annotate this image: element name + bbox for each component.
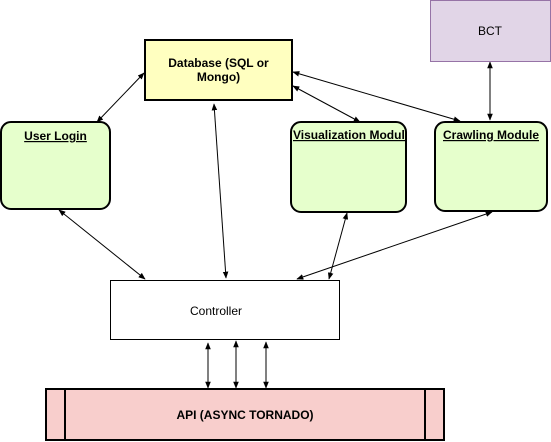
node-api[interactable]: API (ASYNC TORNADO) xyxy=(45,388,445,441)
edge-visualization-controller xyxy=(327,212,349,280)
user-login-box xyxy=(0,121,111,210)
node-bct[interactable]: BCT xyxy=(430,0,551,62)
node-database[interactable]: Database (SQL or Mongo) xyxy=(144,39,293,101)
bct-label: BCT xyxy=(478,24,503,38)
crawling-label: Crawling Module xyxy=(443,128,539,142)
bct-box xyxy=(430,0,551,62)
edge-user-login-controller xyxy=(58,209,146,280)
edge-database-visualization xyxy=(292,85,361,123)
controller-box xyxy=(110,280,340,340)
controller-label: Controller xyxy=(190,304,242,318)
visualization-label: Visualization Module xyxy=(293,128,412,142)
api-box xyxy=(45,388,445,441)
database-label-line1: Database (SQL or xyxy=(168,56,269,70)
user-login-label: User Login xyxy=(24,129,87,143)
node-controller[interactable]: Controller xyxy=(110,280,340,340)
crawling-box xyxy=(434,121,548,212)
node-user-login[interactable]: User Login xyxy=(0,121,111,210)
node-crawling[interactable]: Crawling Module xyxy=(434,121,548,212)
edge-database-crawling xyxy=(292,71,461,122)
api-label: API (ASYNC TORNADO) xyxy=(176,408,313,422)
visualization-box xyxy=(290,121,407,213)
database-box xyxy=(144,39,293,101)
database-label-line2: Mongo) xyxy=(197,70,240,84)
node-visualization[interactable]: Visualization Module xyxy=(290,121,412,213)
edge-user-login-database xyxy=(96,72,145,123)
edge-crawling-controller xyxy=(296,211,493,280)
edges xyxy=(58,61,493,389)
edge-database-controller xyxy=(211,103,229,279)
